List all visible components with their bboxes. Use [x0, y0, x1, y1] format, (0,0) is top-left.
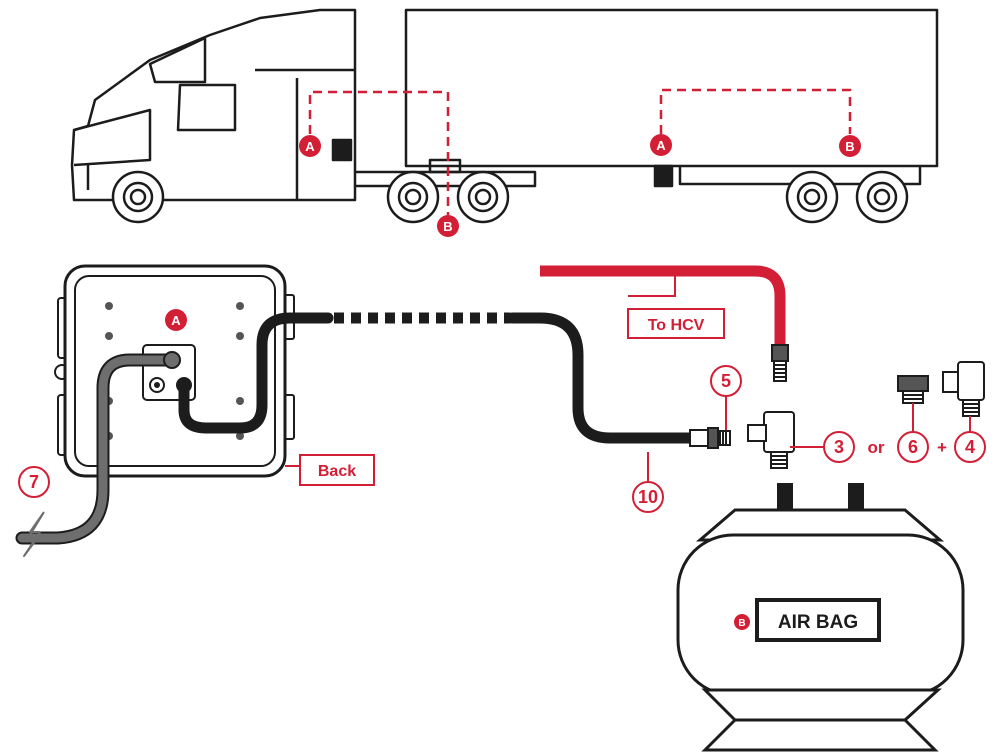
part-number-7: 7 [29, 472, 39, 492]
truck-illustration [70, 8, 939, 202]
part-number-5: 5 [721, 371, 731, 391]
marker-trailer-b: B [839, 135, 861, 157]
air-bag-label-box [755, 598, 881, 642]
tee-fitting [747, 411, 795, 469]
tractor-chassis [355, 170, 537, 188]
marker-trailer-a: A [650, 134, 672, 156]
location-dashed-lines [308, 88, 852, 215]
air-bag-label: AIR BAG [778, 612, 858, 633]
svg-text:A: A [171, 313, 181, 328]
svg-text:B: B [845, 139, 854, 154]
part-number-6: 6 [908, 437, 918, 457]
trailer-tank [653, 164, 674, 188]
wheel-drive-2 [456, 170, 510, 224]
hcv-label-box: To HCV [627, 308, 725, 339]
air-bag-marker: B [738, 618, 745, 629]
tractor-fuel-box [331, 138, 353, 162]
marker-cab-a: A [299, 135, 321, 157]
fitting-5-connector [689, 427, 731, 449]
wheel-trailer-1 [785, 170, 839, 224]
svg-text:A: A [656, 138, 666, 153]
hcv-fitting [771, 344, 789, 382]
truck-wheels [111, 170, 909, 224]
marker-controller-a: A [165, 309, 187, 331]
back-label-box: Back [299, 454, 375, 486]
part-number-3: 3 [834, 437, 844, 457]
connector-or: or [868, 438, 885, 457]
svg-text:To HCV: To HCV [648, 317, 705, 334]
connector-plus: + [937, 438, 947, 457]
air-bag: AIR BAG B [676, 483, 965, 752]
wheel-trailer-2 [855, 170, 909, 224]
svg-text:A: A [305, 139, 315, 154]
air-hose-to-tee [506, 312, 696, 444]
truck-markers: A B A B [299, 134, 861, 237]
part-number-4: 4 [965, 437, 975, 457]
part-number-10: 10 [638, 487, 658, 507]
wheel-front [111, 170, 165, 224]
tractor-cab [70, 8, 357, 202]
air-hose-controller [178, 312, 334, 434]
part-6-plug [897, 375, 929, 404]
svg-text:Back: Back [318, 463, 356, 480]
marker-cab-b: B [437, 215, 459, 237]
hcv-line [540, 265, 786, 345]
wheel-drive-1 [386, 170, 440, 224]
part-4-elbow [942, 361, 985, 417]
svg-text:B: B [443, 219, 452, 234]
power-lightning-icon [23, 511, 45, 557]
